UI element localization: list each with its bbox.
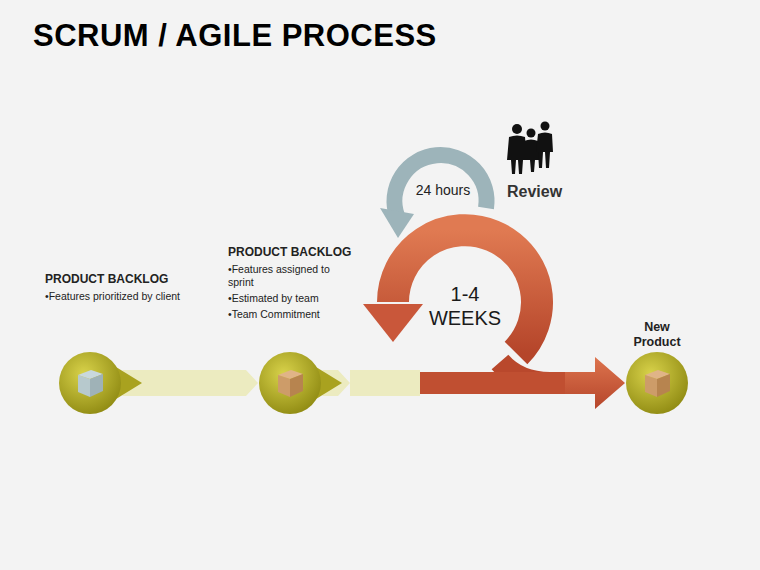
bullet-item: •Estimated by team: [228, 292, 358, 305]
sprint-duration: 1-4 WEEKS: [425, 282, 505, 330]
circle-graphic: [625, 351, 717, 415]
product-circle: [58, 351, 122, 415]
backlog-node: New Product: [622, 320, 692, 353]
product-circle: [625, 351, 689, 415]
people-icon: [507, 122, 553, 175]
daily-loop-head: [380, 208, 414, 238]
product-circle: [258, 351, 322, 415]
node-heading: PRODUCT BACKLOG: [45, 272, 215, 287]
flow-band: [122, 370, 258, 396]
review-label: Review: [507, 183, 562, 201]
node-heading: New Product: [622, 320, 692, 350]
sprint-loop-node: 1-4 WEEKS: [350, 212, 565, 402]
bullet-item: •Features prioritized by client: [45, 290, 215, 303]
circle-graphic: [58, 351, 150, 415]
node-heading: PRODUCT BACKLOG: [228, 245, 358, 260]
sprint-output-arrow: [565, 357, 625, 409]
daily-loop-arrow: [395, 155, 487, 216]
bullet-item: •Team Commitment: [228, 308, 358, 321]
loop-duration: 24 hours: [404, 182, 482, 198]
backlog-node: PRODUCT BACKLOG •Features prioritized by …: [45, 272, 215, 306]
diagram-title: SCRUM / AGILE PROCESS: [33, 18, 437, 54]
circle-graphic: [258, 351, 350, 415]
bullet-item: •Features assigned to sprint: [228, 263, 358, 289]
backlog-node: PRODUCT BACKLOG •Features assigned to spr…: [228, 245, 358, 324]
